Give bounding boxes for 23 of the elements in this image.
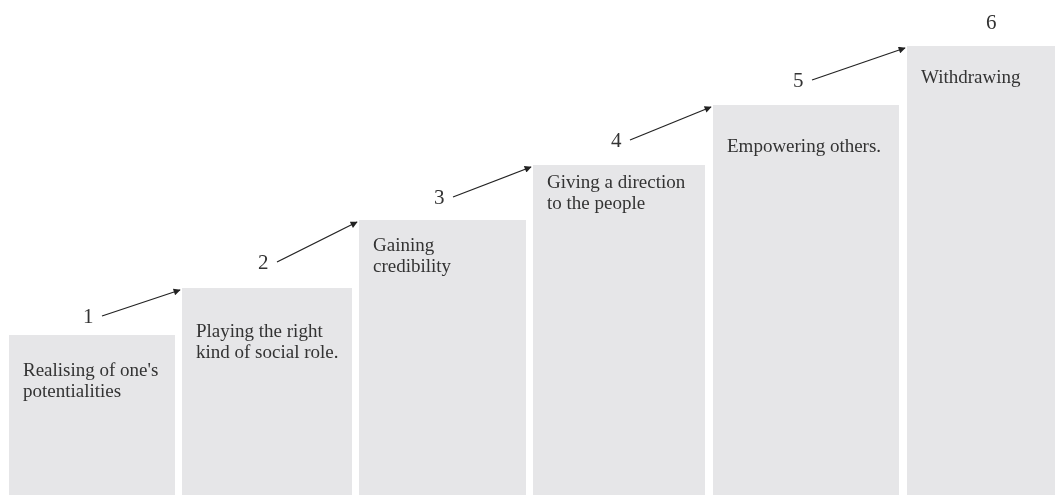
step-text: Withdrawing [921, 66, 1022, 87]
step-number: 3 [434, 186, 445, 208]
step-block [9, 335, 175, 495]
step-text: Empowering others. [727, 135, 883, 156]
step-number: 2 [258, 251, 269, 273]
step-block [533, 165, 705, 495]
arrow [629, 106, 712, 141]
step-number: 6 [986, 11, 997, 33]
arrow [811, 46, 906, 81]
step-text: Gaining credibility [373, 234, 453, 276]
step-block [359, 220, 526, 495]
step-text: Playing the right kind of social role. [196, 320, 340, 362]
arrow [452, 166, 532, 198]
arrow [276, 221, 358, 263]
step-block [713, 105, 899, 495]
arrow [101, 288, 181, 317]
step-block [182, 288, 352, 495]
step-text: Giving a direction to the people [547, 171, 687, 213]
step-number: 5 [793, 69, 804, 91]
step-number: 4 [611, 129, 622, 151]
step-block [907, 46, 1055, 495]
step-text: Realising of one's potentialities [23, 359, 160, 401]
step-number: 1 [83, 305, 94, 327]
